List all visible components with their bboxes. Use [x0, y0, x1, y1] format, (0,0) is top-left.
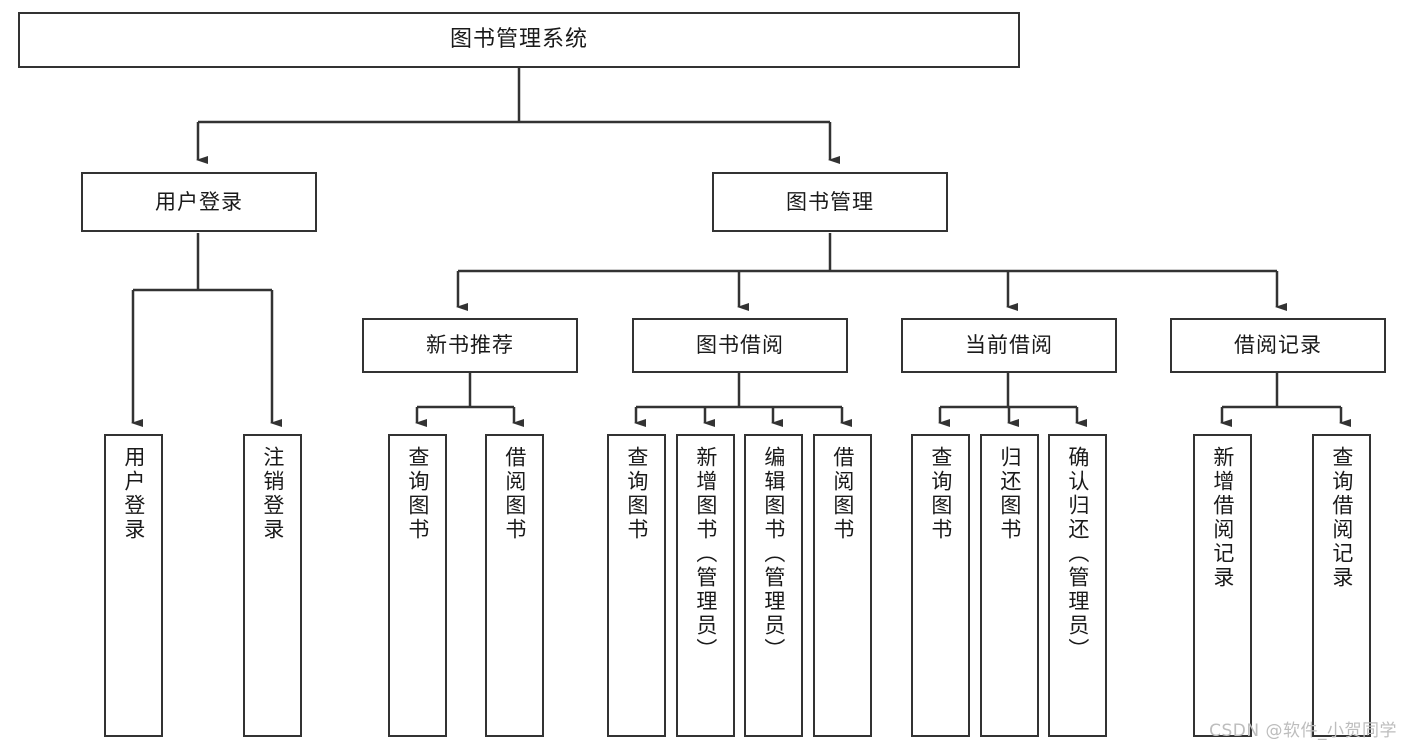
watermark: CSDN @软件_小贺同学: [1209, 721, 1397, 741]
leaf-add-borrow-record[interactable]: 新增借阅记录: [1193, 434, 1252, 737]
node-borrow-record[interactable]: 借阅记录: [1170, 318, 1386, 373]
node-label: 图书管理系统: [449, 27, 588, 53]
node-label: 归还图书: [997, 446, 1022, 542]
node-label: 图书管理: [786, 189, 874, 214]
node-label: 编辑图书（管理员）: [761, 446, 786, 662]
node-current-borrow[interactable]: 当前借阅: [901, 318, 1117, 373]
leaf-borrow-book-1[interactable]: 借阅图书: [485, 434, 544, 737]
node-user-login[interactable]: 用户登录: [81, 172, 317, 232]
node-label: 借阅图书: [502, 446, 527, 542]
leaf-query-book-2[interactable]: 查询图书: [607, 434, 666, 737]
node-label: 确认归还（管理员）: [1065, 446, 1090, 662]
node-label: 查询图书: [405, 446, 430, 542]
node-label: 当前借阅: [965, 333, 1053, 358]
node-label: 新增图书（管理员）: [693, 446, 718, 662]
leaf-confirm-return-admin[interactable]: 确认归还（管理员）: [1048, 434, 1107, 737]
node-book-management[interactable]: 图书管理: [712, 172, 948, 232]
node-root-book-management-system[interactable]: 图书管理系统: [18, 12, 1020, 68]
leaf-add-book-admin[interactable]: 新增图书（管理员）: [676, 434, 735, 737]
leaf-user-login[interactable]: 用户登录: [104, 434, 163, 737]
node-label: 借阅图书: [830, 446, 855, 542]
node-label: 用户登录: [121, 446, 146, 542]
node-label: 用户登录: [155, 189, 243, 214]
leaf-query-book-3[interactable]: 查询图书: [911, 434, 970, 737]
node-label: 注销登录: [260, 446, 285, 542]
node-label: 借阅记录: [1234, 333, 1322, 358]
leaf-edit-book-admin[interactable]: 编辑图书（管理员）: [744, 434, 803, 737]
node-label: 查询图书: [928, 446, 953, 542]
leaf-query-book-1[interactable]: 查询图书: [388, 434, 447, 737]
leaf-borrow-book-2[interactable]: 借阅图书: [813, 434, 872, 737]
leaf-query-borrow-record[interactable]: 查询借阅记录: [1312, 434, 1371, 737]
node-book-borrow[interactable]: 图书借阅: [632, 318, 848, 373]
node-new-book-recommend[interactable]: 新书推荐: [362, 318, 578, 373]
leaf-return-book[interactable]: 归还图书: [980, 434, 1039, 737]
node-label: 新书推荐: [426, 333, 514, 358]
node-label: 图书借阅: [696, 333, 784, 358]
node-label: 新增借阅记录: [1210, 446, 1235, 590]
leaf-logout[interactable]: 注销登录: [243, 434, 302, 737]
node-label: 查询图书: [624, 446, 649, 542]
node-label: 查询借阅记录: [1329, 446, 1354, 590]
